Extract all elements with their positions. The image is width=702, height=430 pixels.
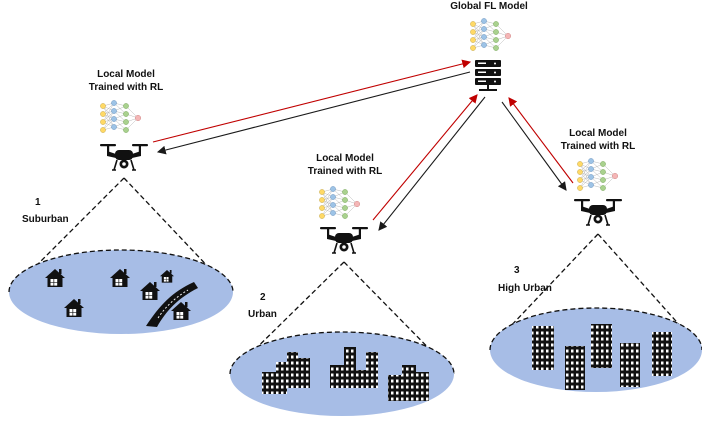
uplink-arrow-2 xyxy=(372,94,478,221)
building-icon xyxy=(565,346,585,390)
neural-network-icon xyxy=(470,18,512,51)
global-model-title: Global FL Model xyxy=(450,1,528,12)
coverage-line-1l xyxy=(9,177,125,293)
agent-1-area: Suburban xyxy=(22,214,69,225)
coverage-rim-3 xyxy=(489,307,702,351)
coverage-zone-suburban xyxy=(9,250,233,334)
server-icon xyxy=(475,60,501,91)
building-icon xyxy=(532,326,554,370)
road-marking xyxy=(157,289,189,319)
building-icon xyxy=(620,343,640,387)
uplink-arrow-3 xyxy=(508,97,574,184)
building-icon xyxy=(591,324,612,368)
coverage-line-3r xyxy=(597,233,701,349)
agent-3-model-line1: Local Model xyxy=(569,128,627,139)
neural-network-icon xyxy=(100,100,142,133)
building-icon xyxy=(652,332,672,376)
agent-3-number: 3 xyxy=(514,265,520,276)
agent-3-area: High Urban xyxy=(498,283,552,294)
building-icon xyxy=(262,352,310,394)
downlink-arrow-2 xyxy=(378,96,486,231)
drone-icon xyxy=(99,143,149,171)
drone-icon xyxy=(319,226,369,254)
building-icon xyxy=(388,365,429,401)
agent-2-number: 2 xyxy=(260,292,266,303)
downlink-arrow-1 xyxy=(156,71,471,155)
neural-network-icon xyxy=(319,186,361,219)
neural-network-icon xyxy=(577,158,619,191)
agent-1-number: 1 xyxy=(35,197,41,208)
road-icon xyxy=(146,282,198,327)
agent-1-model-line2: Trained with RL xyxy=(89,82,163,93)
downlink-arrow-3 xyxy=(501,101,567,191)
agent-3-model-line2: Trained with RL xyxy=(561,141,635,152)
building-icon xyxy=(330,347,378,388)
coverage-line-2l xyxy=(229,261,345,375)
drone-icon xyxy=(573,198,623,226)
agent-2-model-line2: Trained with RL xyxy=(308,166,382,177)
agent-1-model-line1: Local Model xyxy=(97,69,155,80)
uplink-arrow-1 xyxy=(152,59,472,143)
agent-2-model-line1: Local Model xyxy=(316,153,374,164)
agent-2-area: Urban xyxy=(248,309,277,320)
